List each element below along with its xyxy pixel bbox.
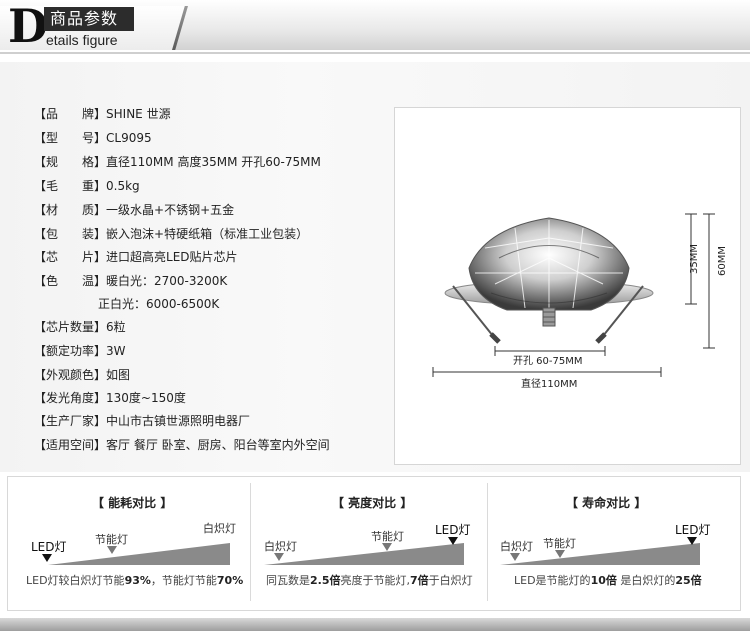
brightness-label-cfl: 节能灯 — [371, 530, 404, 543]
spec-value: 0.5kg — [106, 179, 140, 193]
spec-label: 【外观颜色】 — [34, 368, 107, 382]
energy-label-led: LED灯 — [31, 540, 67, 554]
lifespan-marker-cfl — [555, 550, 565, 558]
comparison-divider — [487, 483, 488, 601]
brightness-wedge — [264, 543, 464, 565]
lifespan-note: LED是节能灯的10倍 是白炽灯的25倍 — [514, 574, 702, 587]
lifespan-marker-incandescent — [510, 553, 520, 561]
spec-value: CL9095 — [106, 131, 152, 145]
spec-row-model: 【型 号】CL9095 — [34, 128, 152, 148]
spec-row-chip-count: 【芯片数量】6粒 — [34, 317, 126, 337]
spec-row-package: 【包 装】嵌入泡沫+特硬纸箱（标准工业包装） — [34, 224, 308, 244]
spec-label: 【适用空间】 — [34, 438, 107, 452]
page-header: D 商品参数 etails figure — [0, 0, 750, 55]
energy-wedge — [48, 543, 230, 565]
brightness-label-incandescent: 白炽灯 — [264, 540, 297, 553]
lifespan-label-cfl: 节能灯 — [543, 537, 576, 550]
spec-value: 直径110MM 高度35MM 开孔60-75MM — [106, 155, 321, 169]
lifespan-label-incandescent: 白炽灯 — [500, 540, 533, 553]
spring-clip-right-tip — [595, 332, 607, 344]
spring-clip-left-tip — [489, 332, 501, 344]
spec-label: 【芯 片】 — [34, 250, 107, 264]
brightness-note: 同瓦数是2.5倍亮度于节能灯,7倍于白炽灯 — [266, 574, 473, 587]
spec-label: 【发光角度】 — [34, 391, 107, 405]
spec-value: SHINE 世源 — [106, 107, 171, 121]
brightness-marker-cfl — [382, 543, 392, 551]
spec-label: 【包 装】 — [34, 227, 107, 241]
spec-row-application: 【适用空间】客厅 餐厅 卧室、厨房、阳台等室内外空间 — [34, 435, 330, 455]
energy-title: 【 能耗对比 】 — [92, 496, 173, 510]
energy-label-incandescent: 白炽灯 — [203, 522, 236, 535]
spec-row-beam-angle: 【发光角度】130度~150度 — [34, 388, 186, 408]
spec-value: 进口超高亮LED贴片芯片 — [106, 250, 238, 264]
energy-marker-cfl — [107, 546, 117, 554]
lifespan-title: 【 寿命对比 】 — [566, 496, 647, 510]
spec-row-color-temp-2: 正白光：6000-6500K — [98, 294, 219, 314]
crystal-facets — [475, 220, 623, 309]
spec-label: 【额定功率】 — [34, 344, 107, 358]
spec-label: 【型 号】 — [34, 131, 107, 145]
brightness-marker-led — [448, 537, 458, 545]
product-image-box: 35MM 60MM 开孔 60-75MM 直径110MM — [394, 107, 741, 465]
crystal-facets-dark — [490, 245, 608, 304]
spring-clip-right — [602, 285, 644, 337]
spec-row-weight: 【毛 重】0.5kg — [34, 176, 140, 196]
brightness-label-led: LED灯 — [435, 523, 471, 537]
spec-value: 3W — [106, 344, 126, 358]
spec-label: 【毛 重】 — [34, 179, 107, 193]
spec-value: 如图 — [106, 368, 131, 382]
spec-label: 【材 质】 — [34, 203, 107, 217]
spec-value: 客厅 餐厅 卧室、厨房、阳台等室内外空间 — [106, 438, 330, 452]
spec-row-color-temp: 【色 温】暖白光：2700-3200K — [34, 271, 227, 291]
spec-label: 【品 牌】 — [34, 107, 107, 121]
total-height-label: 60MM — [717, 246, 728, 276]
header-title-cn: 商品参数 — [44, 7, 134, 31]
spec-value: 暖白光：2700-3200K — [106, 274, 228, 288]
brightness-title: 【 亮度对比 】 — [332, 496, 413, 510]
spring-clip-left — [452, 285, 494, 337]
header-divider — [0, 52, 750, 54]
energy-label-cfl: 节能灯 — [95, 533, 128, 546]
spec-row-chip: 【芯 片】进口超高亮LED贴片芯片 — [34, 247, 238, 267]
header-big-letter: D — [8, 0, 48, 53]
spec-label: 【生产厂家】 — [34, 414, 107, 428]
spec-row-material: 【材 质】一级水晶+不锈钢+五金 — [34, 200, 234, 220]
height-label: 35MM — [689, 244, 700, 274]
hole-label: 开孔 60-75MM — [513, 355, 583, 367]
spec-value: 中山市古镇世源照明电器厂 — [106, 414, 251, 428]
spec-label: 【芯片数量】 — [34, 320, 107, 334]
spec-value: 一级水晶+不锈钢+五金 — [106, 203, 235, 217]
spec-label: 【色 温】 — [34, 274, 107, 288]
footer-bar — [0, 618, 750, 631]
lifespan-marker-led — [687, 537, 697, 545]
lifespan-label-led: LED灯 — [675, 523, 711, 537]
product-dimension-drawing: 35MM 60MM 开孔 60-75MM 直径110MM — [432, 213, 728, 390]
spec-label: 【规 格】 — [34, 155, 107, 169]
comparison-divider — [250, 483, 251, 601]
spec-row-size: 【规 格】直径110MM 高度35MM 开孔60-75MM — [34, 152, 321, 172]
brightness-marker-incandescent — [274, 553, 284, 561]
comparison-panel — [7, 476, 741, 611]
diameter-label: 直径110MM — [521, 377, 577, 390]
header-title-en: etails figure — [46, 32, 118, 48]
energy-note: LED灯较白炽灯节能93%，节能灯节能70% — [26, 574, 244, 587]
spec-value: 嵌入泡沫+特硬纸箱（标准工业包装） — [106, 227, 309, 241]
spec-row-appearance: 【外观颜色】如图 — [34, 365, 130, 385]
spec-value: 130度~150度 — [106, 391, 186, 405]
spec-value: 6粒 — [106, 320, 126, 334]
spec-value: 正白光：6000-6500K — [98, 297, 220, 311]
spec-row-manufacturer: 【生产厂家】中山市古镇世源照明电器厂 — [34, 411, 250, 431]
energy-marker-led — [42, 554, 52, 562]
lifespan-wedge — [500, 543, 700, 565]
spec-row-brand: 【品 牌】SHINE 世源 — [34, 104, 171, 124]
spec-row-power: 【额定功率】3W — [34, 341, 126, 361]
